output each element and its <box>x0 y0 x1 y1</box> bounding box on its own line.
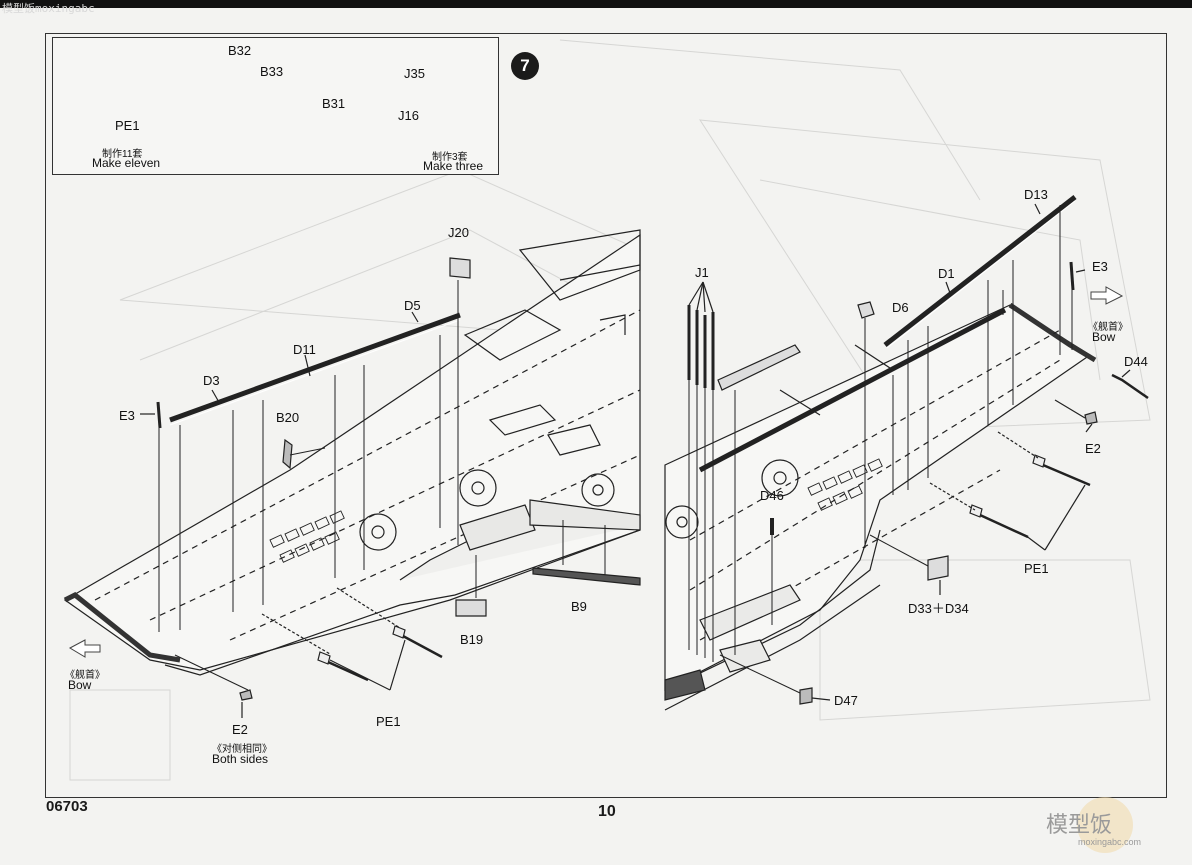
bow-label-en-right: Bow <box>1092 330 1116 344</box>
bow-arrow-left <box>68 639 101 658</box>
label-b19: B19 <box>460 632 484 647</box>
label-d11: D11 <box>293 342 316 357</box>
label-b31: B31 <box>322 96 346 111</box>
right-deck-drawing <box>664 195 1149 711</box>
label-d47: D47 <box>834 693 858 708</box>
watermark-text: 模型饭moxingabc <box>2 2 95 15</box>
inset-make-three-en: Make three <box>423 159 484 173</box>
label-d33-d34: D33＋D34 <box>908 601 969 616</box>
label-b32: B32 <box>228 43 252 58</box>
label-j35: J35 <box>404 66 425 81</box>
label-d1: D1 <box>938 266 955 281</box>
page-frame <box>45 33 1167 798</box>
label-pe1-left: PE1 <box>376 714 401 729</box>
label-d6: D6 <box>892 300 909 315</box>
label-b20: B20 <box>276 410 300 425</box>
label-j1: J1 <box>695 265 709 280</box>
label-j16: J16 <box>398 108 419 123</box>
label-d3: D3 <box>203 373 220 388</box>
label-j20: J20 <box>448 225 469 240</box>
bow-label-cn-left: 《舰首》 <box>65 670 105 681</box>
watermark-logo: 模型饭 moxingabc.com <box>1040 795 1170 857</box>
label-e3-left: E3 <box>119 408 135 423</box>
watermark-logo-url: moxingabc.com <box>1078 837 1142 847</box>
inset-make-three-cn: 制作3套 <box>432 152 468 163</box>
inset-make-eleven-en: Make eleven <box>92 156 161 170</box>
label-d46: D46 <box>760 488 784 503</box>
watermark-logo-text: 模型饭 <box>1046 813 1113 838</box>
page-number: 10 <box>598 803 616 820</box>
left-deck-drawing <box>63 229 641 718</box>
top-scan-bar <box>0 0 1192 8</box>
label-e2-right: E2 <box>1085 441 1101 456</box>
both-sides-cn: 《对侧相同》 <box>212 744 272 755</box>
step-number-badge: 7 <box>511 52 539 80</box>
label-d44: D44 <box>1124 354 1148 369</box>
inset-pe1-label: PE1 <box>115 118 140 133</box>
both-sides-en: Both sides <box>212 752 269 766</box>
bow-label-cn-right: 《舰首》 <box>1088 322 1128 333</box>
label-d5: D5 <box>404 298 421 313</box>
inset-make-eleven-cn: 制作11套 <box>102 149 143 160</box>
label-e2-left: E2 <box>232 722 248 737</box>
label-b9: B9 <box>571 599 587 614</box>
label-pe1-right: PE1 <box>1024 561 1049 576</box>
label-e3-right: E3 <box>1092 259 1108 274</box>
bow-arrow-right <box>1090 286 1124 305</box>
label-b33: B33 <box>260 64 284 79</box>
label-d13: D13 <box>1024 187 1048 202</box>
kit-number: 06703 <box>46 798 88 815</box>
inset-panel <box>52 37 499 175</box>
bow-label-en-left: Bow <box>68 678 92 692</box>
